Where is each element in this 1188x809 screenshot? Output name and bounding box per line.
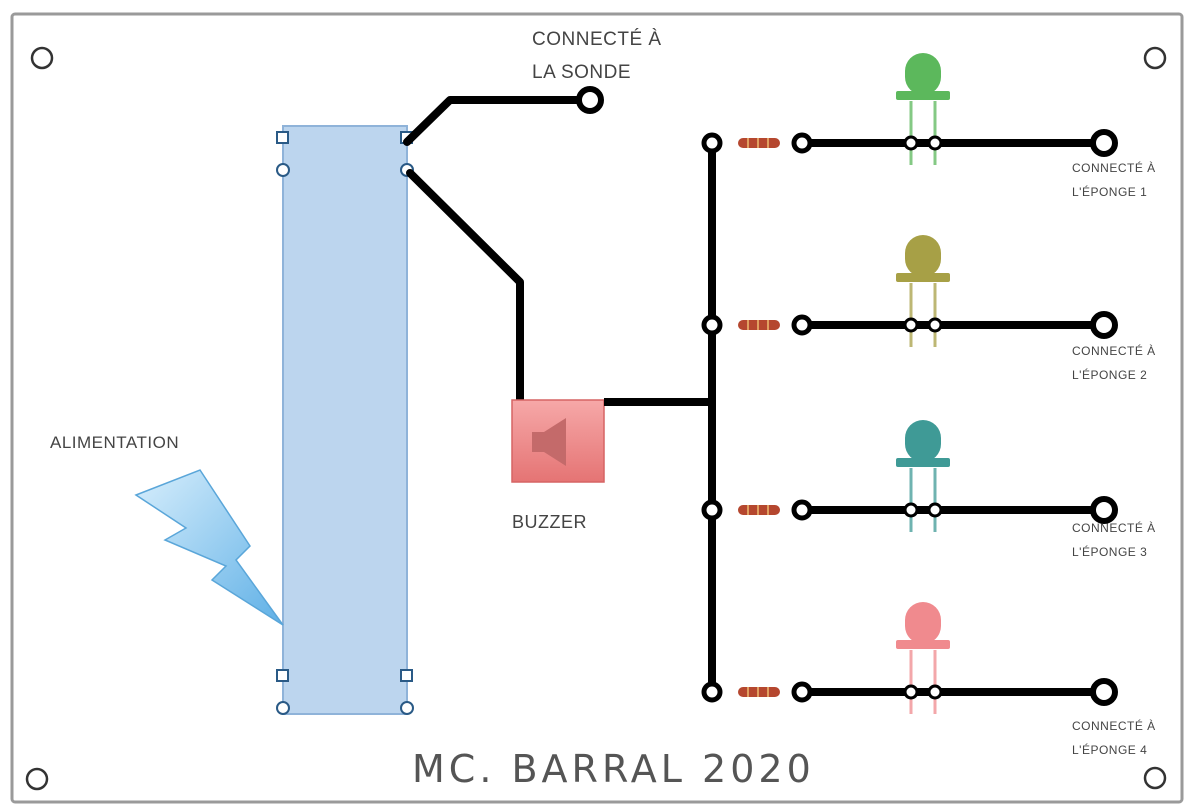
led-pad xyxy=(927,502,943,518)
module-pin xyxy=(276,701,290,715)
mounting-hole xyxy=(1143,46,1167,70)
resistor-node xyxy=(791,314,813,336)
module-pin xyxy=(400,669,413,682)
sponge-label-line1: CONNECTÉ À xyxy=(1072,343,1156,358)
bus-node xyxy=(701,499,723,521)
footer-credit: MC. BARRAL 2020 xyxy=(412,747,815,791)
controller-module xyxy=(282,125,408,715)
mounting-hole xyxy=(25,767,49,791)
buzzer-wire xyxy=(406,169,524,404)
led-pad xyxy=(927,317,943,333)
led-pad xyxy=(927,135,943,151)
sponge-label-line2: L'ÉPONGE 1 xyxy=(1072,184,1147,199)
probe-wire xyxy=(403,96,594,146)
led-body xyxy=(905,53,941,95)
resistor-node xyxy=(791,499,813,521)
sponge-terminal xyxy=(1090,678,1118,706)
mounting-hole xyxy=(30,46,54,70)
mounting-hole xyxy=(1143,766,1167,790)
led-pad xyxy=(903,684,919,700)
led-pad xyxy=(903,135,919,151)
module-pin xyxy=(276,669,289,682)
led-rim xyxy=(896,640,950,649)
resistor-node xyxy=(791,132,813,154)
led-rim xyxy=(896,458,950,467)
led-channels: CONNECTÉ À L'ÉPONGE 1 CONNECTÉ À L'ÉPONGE 2… xyxy=(701,53,1156,757)
sponge-label-line1: CONNECTÉ À xyxy=(1072,160,1156,175)
probe-label-line1: CONNECTÉ À xyxy=(532,29,662,50)
module-pin xyxy=(276,131,289,144)
sponge-label-line1: CONNECTÉ À xyxy=(1072,718,1156,733)
bus-node xyxy=(701,681,723,703)
led-pad xyxy=(903,317,919,333)
probe-label-line2: LA SONDE xyxy=(532,62,631,83)
power-label: ALIMENTATION xyxy=(50,433,179,452)
led-body xyxy=(905,602,941,644)
bus-node xyxy=(701,132,723,154)
sponge-label-line1: CONNECTÉ À xyxy=(1072,520,1156,535)
bus-node xyxy=(701,314,723,336)
module-pin xyxy=(276,163,290,177)
led-rim xyxy=(896,273,950,282)
buzzer-label: BUZZER xyxy=(512,512,587,532)
led-pad xyxy=(927,684,943,700)
sponge-terminal xyxy=(1090,129,1118,157)
sponge-label-line2: L'ÉPONGE 3 xyxy=(1072,544,1147,559)
module-pin xyxy=(400,701,414,715)
sponge-label-line2: L'ÉPONGE 2 xyxy=(1072,367,1147,382)
led-pad xyxy=(903,502,919,518)
sponge-label-line2: L'ÉPONGE 4 xyxy=(1072,742,1147,757)
led-body xyxy=(905,420,941,462)
speaker-icon xyxy=(532,418,566,466)
led-body xyxy=(905,235,941,277)
probe-terminal xyxy=(576,86,604,114)
sponge-terminal xyxy=(1090,496,1118,524)
lightning-bolt-icon xyxy=(134,469,284,626)
led-rim xyxy=(896,91,950,100)
resistor-node xyxy=(791,681,813,703)
sponge-terminal xyxy=(1090,311,1118,339)
